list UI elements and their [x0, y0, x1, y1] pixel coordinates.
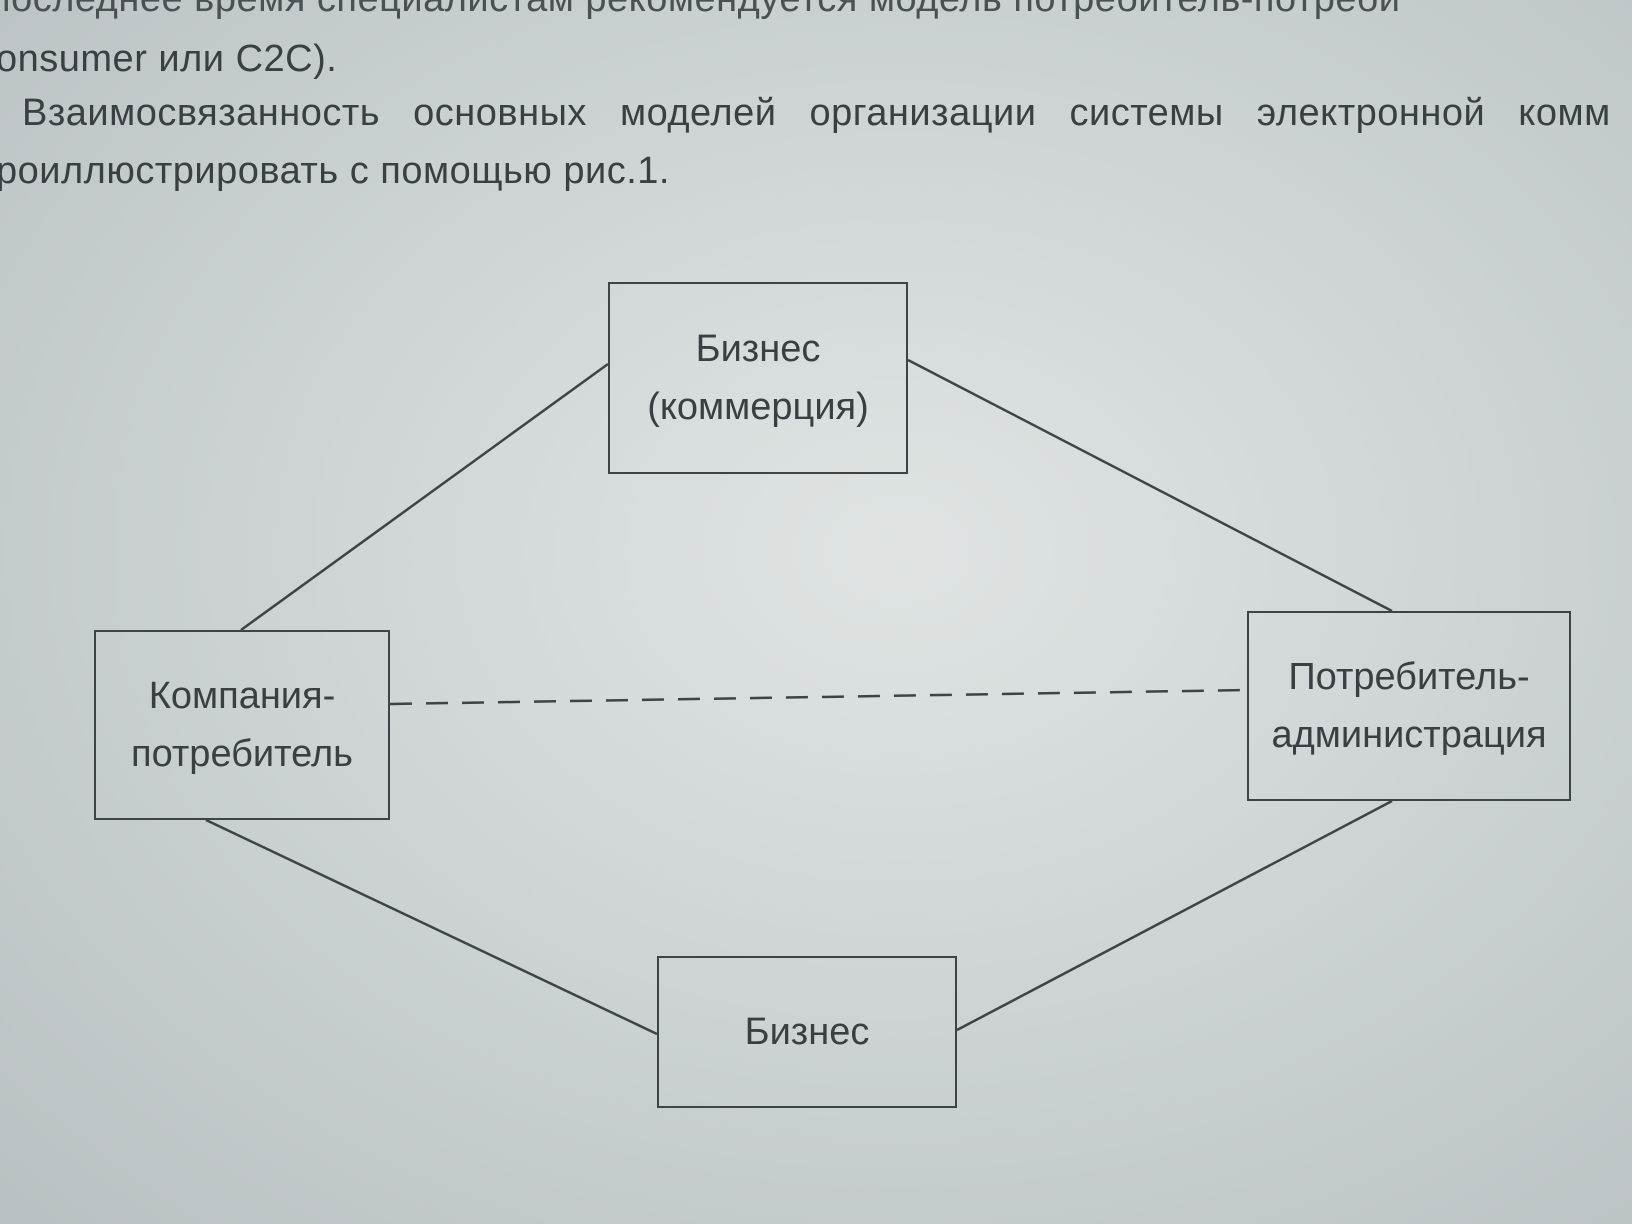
box-consumer-administration: Потребитель- администрация: [1247, 611, 1571, 801]
box-right-line-2: администрация: [1271, 714, 1547, 756]
box-right-line-1: Потребитель-: [1288, 656, 1530, 698]
paragraph-line-4: роиллюстрировать с помощью рис.1.: [0, 150, 670, 192]
box-bottom-line-1: Бизнес: [744, 1011, 870, 1053]
box-company-consumer: Компания- потребитель: [94, 630, 390, 820]
box-business: Бизнес: [657, 956, 957, 1108]
connector-left-right-dashed: [389, 688, 1248, 706]
paragraph-line-1: последнее время специалистам рекомендует…: [0, 0, 1401, 21]
connector-left-top: [240, 362, 609, 632]
connector-left-bottom: [205, 818, 658, 1036]
connector-top-right: [907, 358, 1393, 613]
box-business-commerce: Бизнес (коммерция): [608, 282, 908, 474]
connector-bottom-right: [956, 799, 1393, 1032]
box-left-line-2: потребитель: [131, 733, 353, 775]
box-top-line-1: Бизнес: [695, 328, 821, 370]
paragraph-line-3: Взаимосвязанность основных моделей орган…: [22, 92, 1611, 134]
box-top-line-2: (коммерция): [647, 386, 869, 428]
box-left-line-1: Компания-: [148, 675, 336, 717]
paragraph-line-2: onsumer или C2C).: [0, 38, 338, 80]
